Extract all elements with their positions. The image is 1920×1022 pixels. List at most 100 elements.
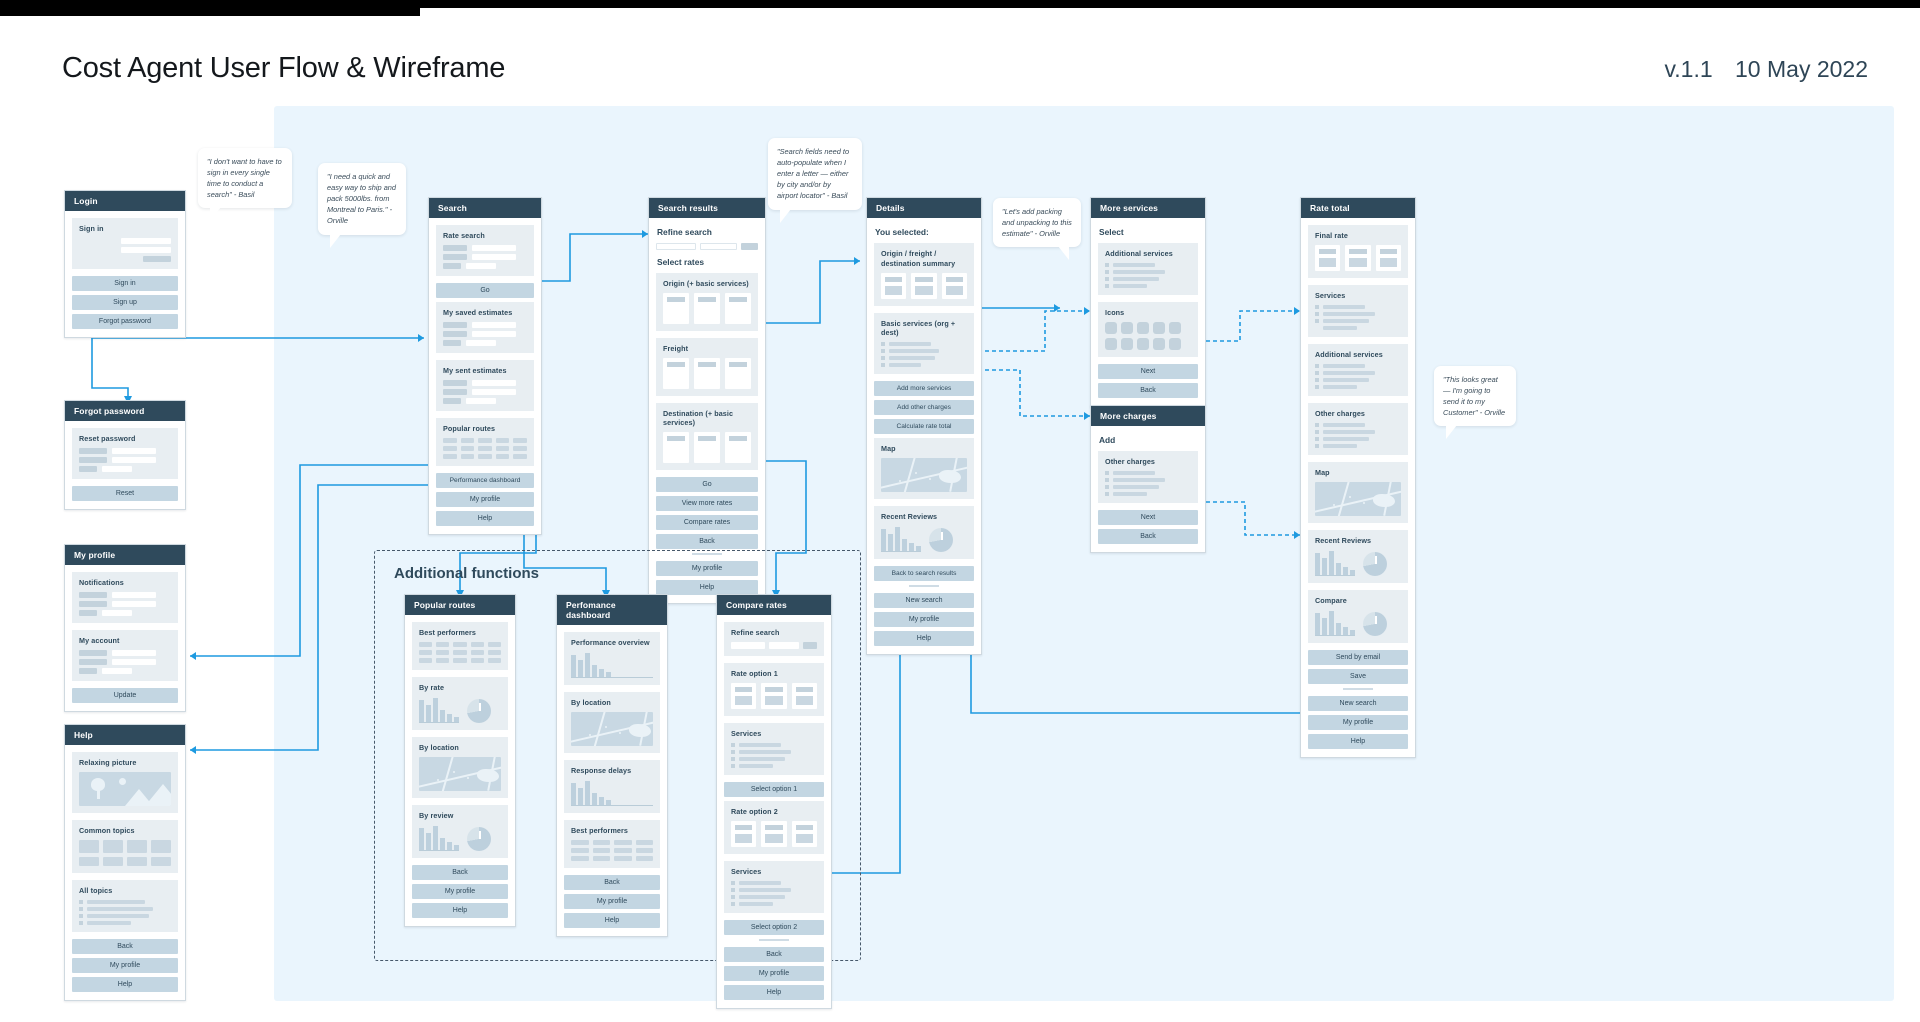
refine-field-1[interactable] bbox=[656, 243, 697, 250]
my-profile-button[interactable]: My profile bbox=[412, 884, 508, 899]
help-button[interactable]: Help bbox=[656, 580, 758, 595]
topic-tile[interactable] bbox=[79, 857, 99, 866]
sent-field-2[interactable] bbox=[472, 389, 516, 395]
send-by-email-button[interactable]: Send by email bbox=[1308, 650, 1408, 665]
back-button[interactable]: Back bbox=[1098, 529, 1198, 544]
notif-field-1[interactable] bbox=[112, 592, 156, 598]
back-button[interactable]: Back bbox=[1098, 383, 1198, 398]
account-field-2[interactable] bbox=[112, 659, 156, 665]
rate-tile[interactable] bbox=[725, 432, 751, 463]
service-icon[interactable] bbox=[1153, 322, 1165, 334]
service-icon[interactable] bbox=[1105, 322, 1117, 334]
sign-in-button[interactable]: Sign in bbox=[72, 276, 178, 291]
rate-tile[interactable] bbox=[694, 293, 720, 324]
reset-field-3[interactable] bbox=[102, 466, 132, 472]
compare-rates-button[interactable]: Compare rates bbox=[656, 515, 758, 530]
sent-field-3[interactable] bbox=[466, 398, 496, 404]
help-button[interactable]: Help bbox=[874, 631, 974, 647]
screen-rate-total[interactable]: Rate total Final rate Services Additiona… bbox=[1300, 197, 1416, 758]
topic-tile[interactable] bbox=[103, 857, 123, 866]
save-button[interactable]: Save bbox=[1308, 669, 1408, 684]
help-button[interactable]: Help bbox=[564, 913, 660, 928]
rate-option-tile[interactable] bbox=[761, 821, 787, 847]
topic-tile[interactable] bbox=[151, 840, 171, 853]
my-profile-button[interactable]: My profile bbox=[564, 894, 660, 909]
service-icon[interactable] bbox=[1153, 338, 1165, 350]
add-more-services-button[interactable]: Add more services bbox=[874, 381, 974, 397]
topic-tile[interactable] bbox=[103, 840, 123, 853]
select-option-1-button[interactable]: Select option 1 bbox=[724, 782, 824, 797]
service-icon[interactable] bbox=[1169, 322, 1181, 334]
add-other-charges-button[interactable]: Add other charges bbox=[874, 400, 974, 416]
new-search-button[interactable]: New search bbox=[1308, 696, 1408, 711]
rate-tile[interactable] bbox=[694, 358, 720, 389]
rate-option-tile[interactable] bbox=[731, 683, 757, 709]
screen-login[interactable]: Login Sign in Sign in Sign up Forgot pas… bbox=[64, 190, 186, 338]
service-icon[interactable] bbox=[1137, 338, 1149, 350]
password-field[interactable] bbox=[121, 247, 171, 253]
service-icon[interactable] bbox=[1105, 338, 1117, 350]
rate-tile[interactable] bbox=[725, 293, 751, 324]
account-field-1[interactable] bbox=[112, 650, 156, 656]
account-field-3[interactable] bbox=[102, 668, 132, 674]
my-profile-button[interactable]: My profile bbox=[656, 561, 758, 576]
back-button[interactable]: Back bbox=[72, 939, 178, 954]
service-icon[interactable] bbox=[1121, 322, 1133, 334]
go-button[interactable]: Go bbox=[436, 283, 534, 298]
sign-up-button[interactable]: Sign up bbox=[72, 295, 178, 310]
screen-more-charges[interactable]: More charges Add Other charges Next Back bbox=[1090, 405, 1206, 553]
screen-popular-routes[interactable]: Popular routes Best performers By rate B… bbox=[404, 594, 516, 927]
topic-tile[interactable] bbox=[127, 840, 147, 853]
forgot-password-button[interactable]: Forgot password bbox=[72, 314, 178, 329]
topic-tile[interactable] bbox=[79, 840, 99, 853]
my-profile-button[interactable]: My profile bbox=[72, 958, 178, 973]
rate-field-3[interactable] bbox=[466, 263, 496, 269]
rate-tile[interactable] bbox=[663, 432, 689, 463]
my-profile-button[interactable]: My profile bbox=[874, 612, 974, 628]
screen-compare-rates[interactable]: Compare rates Refine search Rate option … bbox=[716, 594, 832, 1009]
sent-field-1[interactable] bbox=[472, 380, 516, 386]
my-profile-button[interactable]: My profile bbox=[1308, 715, 1408, 730]
go-button[interactable]: Go bbox=[656, 477, 758, 492]
screen-details[interactable]: Details You selected: Origin / freight /… bbox=[866, 197, 982, 656]
screen-performance-dashboard[interactable]: Perfomance dashboard Performance overvie… bbox=[556, 594, 668, 937]
my-profile-button[interactable]: My profile bbox=[436, 492, 534, 507]
remember-chip[interactable] bbox=[143, 256, 171, 262]
rate-option-tile[interactable] bbox=[761, 683, 787, 709]
screen-search[interactable]: Search Rate search Go My saved estimates… bbox=[428, 197, 542, 535]
view-more-rates-button[interactable]: View more rates bbox=[656, 496, 758, 511]
help-button[interactable]: Help bbox=[1308, 734, 1408, 749]
help-button[interactable]: Help bbox=[436, 511, 534, 526]
help-button[interactable]: Help bbox=[72, 977, 178, 992]
rate-field-2[interactable] bbox=[472, 254, 516, 260]
refine-go-chip[interactable] bbox=[740, 243, 758, 250]
refine-field-2[interactable] bbox=[700, 243, 737, 250]
notif-field-2[interactable] bbox=[112, 601, 156, 607]
reset-button[interactable]: Reset bbox=[72, 486, 178, 501]
username-field[interactable] bbox=[121, 238, 171, 244]
saved-field-2[interactable] bbox=[472, 331, 516, 337]
topic-tile[interactable] bbox=[127, 857, 147, 866]
service-icon[interactable] bbox=[1169, 338, 1181, 350]
topic-tile[interactable] bbox=[151, 857, 171, 866]
screen-help[interactable]: Help Relaxing picture Common topics All … bbox=[64, 724, 186, 1001]
next-button[interactable]: Next bbox=[1098, 364, 1198, 379]
update-button[interactable]: Update bbox=[72, 688, 178, 703]
new-search-button[interactable]: New search bbox=[874, 593, 974, 609]
refine-field-2[interactable] bbox=[768, 642, 800, 649]
back-to-search-results-button[interactable]: Back to search results bbox=[874, 566, 974, 582]
rate-option-tile[interactable] bbox=[791, 821, 817, 847]
back-button[interactable]: Back bbox=[412, 865, 508, 880]
screen-my-profile[interactable]: My profile Notifications My account Upda… bbox=[64, 544, 186, 712]
calculate-rate-total-button[interactable]: Calculate rate total bbox=[874, 419, 974, 435]
reset-field-2[interactable] bbox=[112, 457, 156, 463]
my-profile-button[interactable]: My profile bbox=[724, 966, 824, 981]
rate-field-1[interactable] bbox=[472, 245, 516, 251]
performance-dashboard-button[interactable]: Performance dashboard bbox=[436, 473, 534, 488]
rate-tile[interactable] bbox=[694, 432, 720, 463]
rate-tile[interactable] bbox=[663, 293, 689, 324]
rate-option-tile[interactable] bbox=[791, 683, 817, 709]
screen-forgot-password[interactable]: Forgot password Reset password Reset bbox=[64, 400, 186, 510]
refine-field-1[interactable] bbox=[731, 642, 765, 649]
rate-tile[interactable] bbox=[725, 358, 751, 389]
